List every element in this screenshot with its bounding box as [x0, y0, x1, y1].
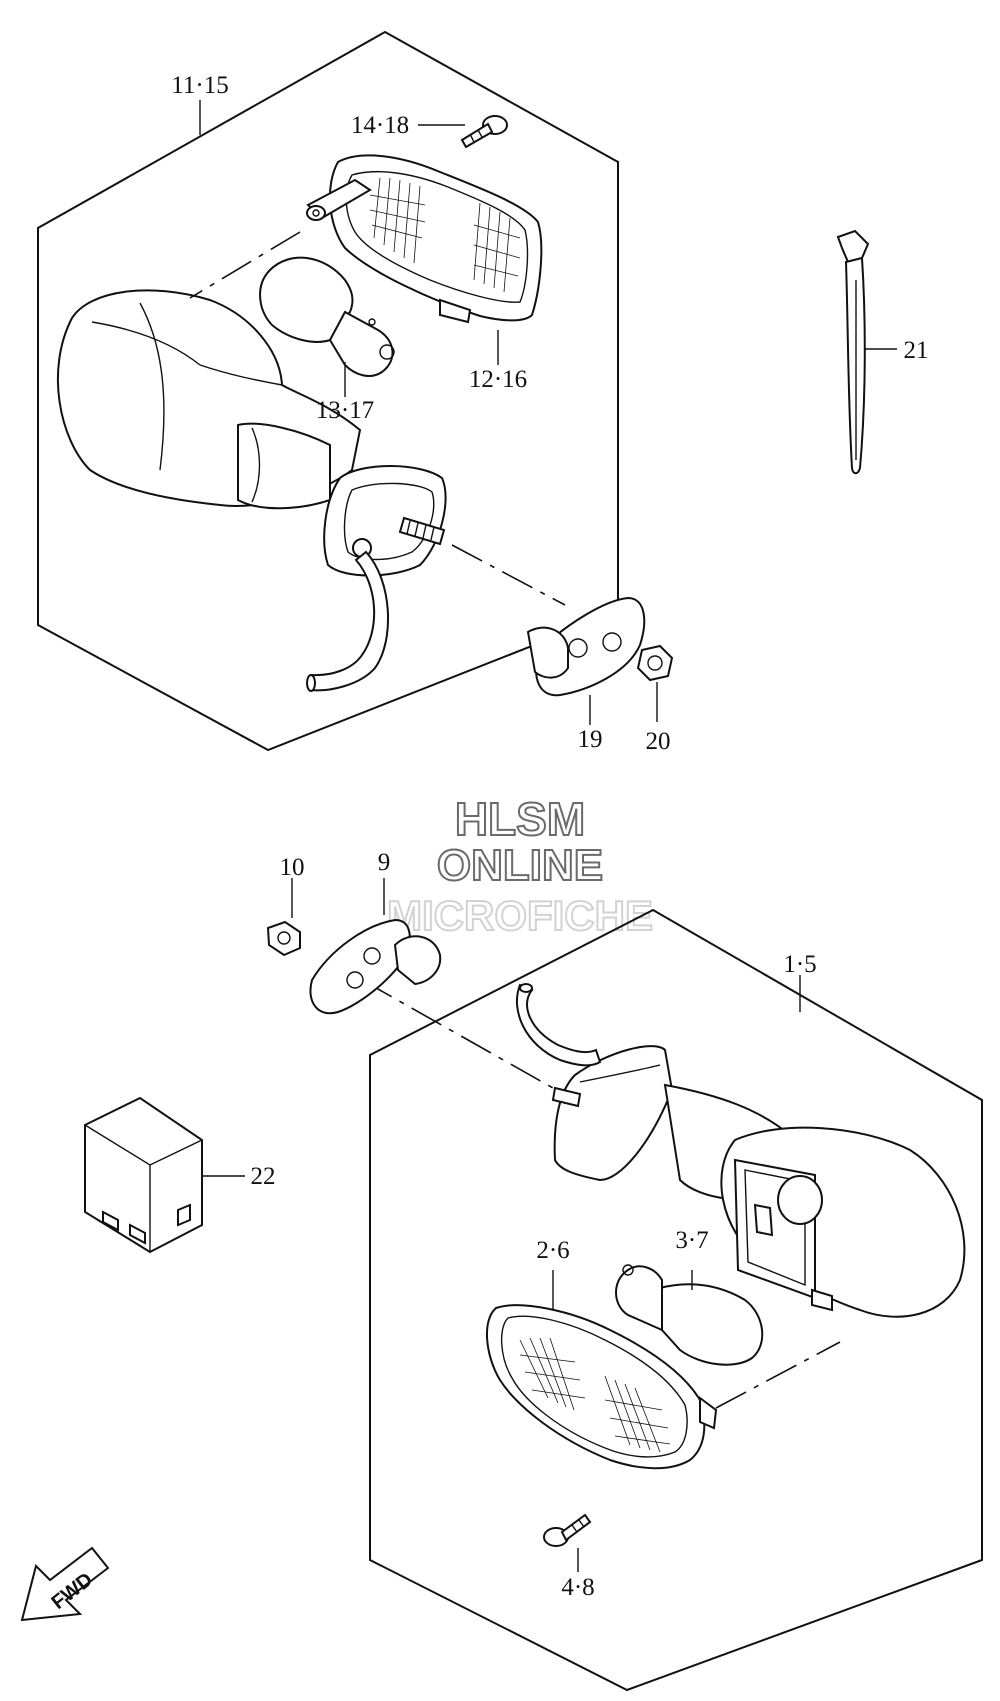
callout-10: 10 — [280, 854, 305, 881]
callout-2-6: 2·6 — [536, 1237, 569, 1264]
front-bulb — [615, 1264, 764, 1366]
callout-labels: 11·15 14·18 12·16 13·17 21 19 20 10 9 1·… — [171, 72, 928, 1601]
watermark-line3: MICROFICHE — [387, 892, 653, 939]
front-mount-spacer — [309, 878, 442, 1015]
rear-bulb — [259, 256, 395, 377]
front-assembly-group — [361, 908, 983, 1692]
callout-4-8: 4·8 — [561, 1574, 594, 1601]
callout-3-7: 3·7 — [675, 1227, 708, 1254]
front-mount-nut — [266, 878, 301, 957]
rear-lens-hatching — [369, 177, 521, 293]
rear-assembly-group — [37, 30, 619, 752]
flasher-relay — [84, 1096, 245, 1254]
callout-20: 20 — [646, 728, 671, 755]
callout-11-15: 11·15 — [171, 72, 228, 99]
watermark-line1: HLSM — [455, 793, 585, 845]
front-signal-housing — [515, 983, 966, 1318]
rear-signal-housing — [56, 289, 447, 692]
callout-14-18: 14·18 — [351, 112, 409, 139]
rear-signal-lens — [306, 154, 543, 324]
front-lens-hatching — [519, 1337, 671, 1453]
callout-22: 22 — [251, 1163, 276, 1190]
callout-9: 9 — [378, 849, 391, 876]
fwd-arrow-icon: FWD — [20, 1546, 110, 1622]
watermark-line2: ONLINE — [437, 841, 603, 890]
front-assembly-box — [369, 908, 983, 1692]
cable-tie — [836, 229, 897, 475]
rear-mount-spacer — [526, 596, 646, 725]
callout-13-17: 13·17 — [316, 397, 374, 424]
front-signal-lens — [486, 1304, 718, 1470]
callout-21: 21 — [904, 337, 929, 364]
watermark: HLSM ONLINE MICROFICHE — [386, 792, 654, 940]
front-lens-screw — [543, 1513, 592, 1547]
callout-12-16: 12·16 — [469, 366, 527, 393]
callout-1-5: 1·5 — [783, 951, 816, 978]
rear-assembly-box — [37, 30, 619, 752]
rear-mount-nut — [636, 644, 674, 722]
callout-19: 19 — [578, 726, 603, 753]
rear-lens-screw — [460, 115, 508, 149]
